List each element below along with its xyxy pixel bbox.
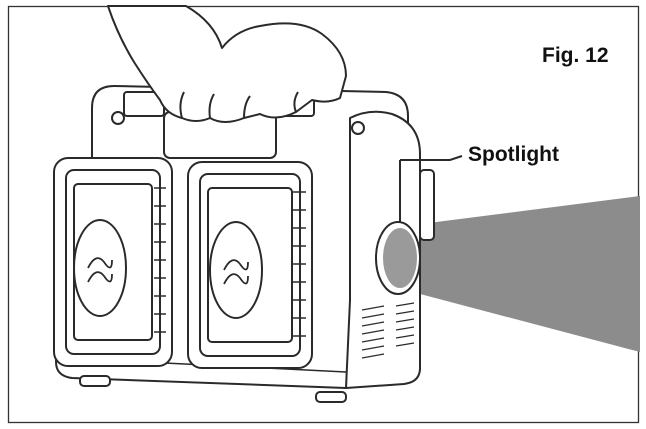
spotlight-callout-label: Spotlight <box>468 143 559 166</box>
light-beam <box>405 196 640 352</box>
spotlight <box>375 221 421 295</box>
hand <box>107 5 347 123</box>
spotlight-callout-line <box>400 155 463 161</box>
right-speaker <box>187 161 313 369</box>
left-speaker <box>53 157 173 367</box>
figure-number: Fig. 12 <box>542 44 609 67</box>
